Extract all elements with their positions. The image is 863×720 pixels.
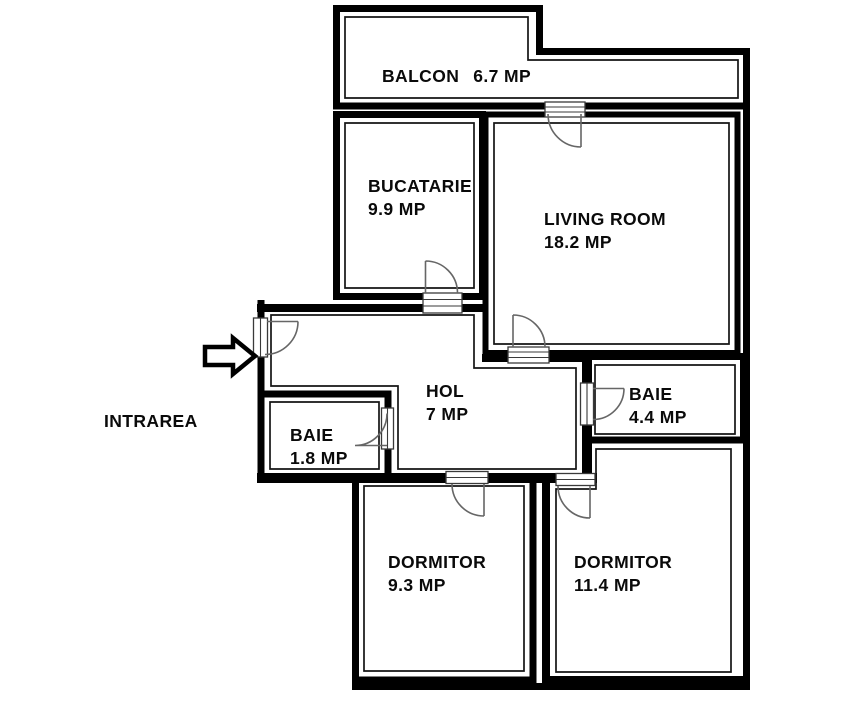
room-label-balcon: BALCON 6.7 MP	[382, 65, 531, 88]
inner-outline-baie-large	[594, 364, 736, 435]
wall-balcony-outline	[333, 5, 750, 110]
door-jamb-dormitor-1	[445, 470, 489, 485]
room-label-living-room: LIVING ROOM 18.2 MP	[544, 208, 666, 254]
room-name: LIVING ROOM	[544, 209, 667, 229]
room-name: HOL	[426, 381, 465, 401]
entrance-arrow-icon	[202, 333, 259, 379]
room-area: 9.9 MP	[368, 199, 426, 219]
room-label-hol: HOL 7 MP	[426, 380, 468, 426]
door-jamb-living-room	[507, 346, 550, 364]
door-jamb-balcony	[544, 101, 586, 118]
door-jamb-entrance	[252, 317, 269, 358]
room-area: 11.4 MP	[574, 575, 642, 595]
door-swing-baie-large	[592, 387, 625, 421]
inner-outline-living	[493, 122, 730, 345]
room-area: 4.4 MP	[629, 407, 687, 427]
room-name: DORMITOR	[388, 552, 487, 572]
room-area: 6.7 MP	[473, 66, 532, 86]
inner-outline-baie-small	[269, 401, 380, 470]
walls	[257, 5, 750, 690]
inner-outline-balcony	[344, 16, 739, 99]
room-label-dormitor-2: DORMITOR 11.4 MP	[574, 551, 672, 597]
door-jamb-baie-large	[579, 382, 595, 426]
room-name: BAIE	[629, 384, 673, 404]
room-name: DORMITOR	[574, 552, 673, 572]
wall-dormitor-2-bottom	[542, 676, 747, 684]
wall-hol-top	[257, 304, 486, 312]
door-jamb-baie-small	[380, 407, 395, 450]
door-swing-baie-small	[354, 413, 388, 447]
inner-outline-dormitor-2	[555, 448, 732, 673]
door-swing-dormitor-2	[557, 485, 591, 519]
door-swing-balcony	[547, 113, 582, 148]
inner-outline-dormitor-1	[363, 485, 525, 672]
door-swing-living-room	[512, 314, 546, 348]
room-label-baie-small: BAIE 1.8 MP	[290, 424, 348, 470]
entrance-label: INTRAREA	[104, 411, 198, 431]
room-area: 1.8 MP	[290, 448, 348, 468]
room-name: BALCON	[382, 66, 460, 86]
door-jamb-dormitor-2	[555, 472, 596, 487]
room-name: BUCATARIE	[368, 176, 473, 196]
room-label-baie-large: BAIE 4.4 MP	[629, 383, 687, 429]
room-area: 7 MP	[426, 404, 469, 424]
inner-outline-hol	[270, 314, 577, 470]
door-swing-dormitor-1	[451, 483, 485, 517]
inner-outline-kitchen	[344, 122, 475, 289]
door-swing-kitchen	[424, 260, 459, 294]
door-jambs	[252, 101, 596, 487]
room-area: 18.2 MP	[544, 232, 612, 252]
room-label-bucatarie: BUCATARIE 9.9 MP	[368, 175, 472, 221]
room-name: BAIE	[290, 425, 334, 445]
door-swing-entrance	[264, 320, 299, 356]
room-area: 9.3 MP	[388, 575, 446, 595]
room-label-dormitor-1: DORMITOR 9.3 MP	[388, 551, 486, 597]
room-inner-outlines	[269, 16, 739, 673]
door-jamb-kitchen	[422, 292, 463, 314]
wall-dormitor-2-left	[542, 473, 550, 687]
door-swings	[264, 113, 625, 519]
